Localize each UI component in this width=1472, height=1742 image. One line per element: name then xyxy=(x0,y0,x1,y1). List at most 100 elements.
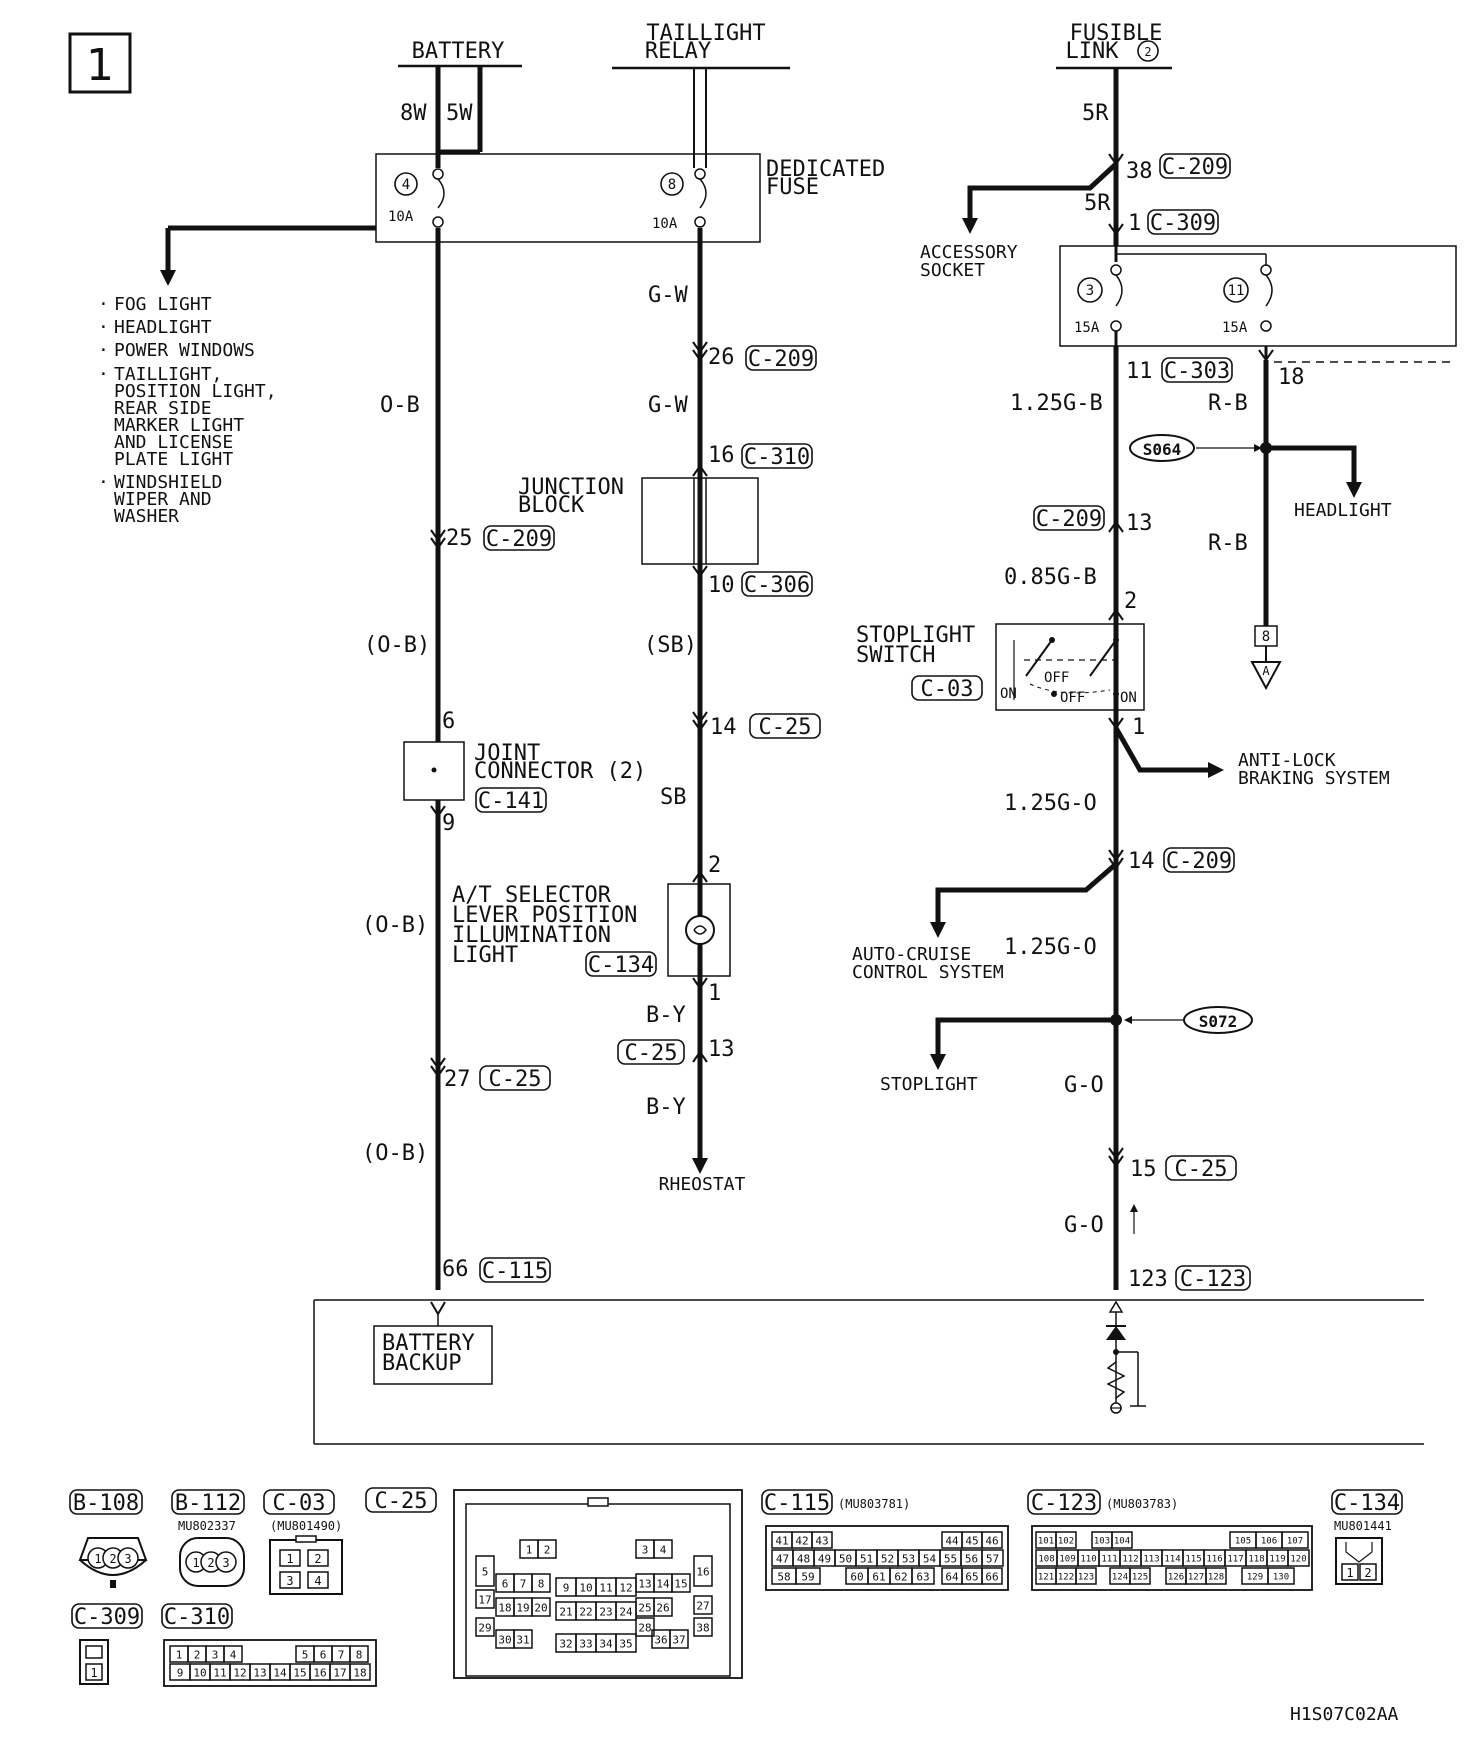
c310-pin-18-cell xyxy=(349,1663,371,1681)
at-label-4: LIGHT xyxy=(452,943,518,968)
pin-27: 27 xyxy=(444,1067,471,1092)
autocruise-label-1: AUTO-CRUISE xyxy=(852,944,971,965)
conn-c25-col3: C-25 xyxy=(1175,1157,1228,1182)
pin-14-col3: 14 xyxy=(1128,849,1155,874)
pin-66: 66 xyxy=(442,1257,469,1282)
c25-pin-21: 21 xyxy=(559,1606,572,1619)
c115-pin-59-cell xyxy=(795,1567,821,1585)
c115-pin-66: 66 xyxy=(985,1571,998,1584)
pin-6: 6 xyxy=(442,709,455,734)
conn-c209-col1: C-209 xyxy=(486,527,552,552)
c115-pin-48: 48 xyxy=(797,1553,810,1566)
c310-pin-10: 10 xyxy=(193,1667,206,1680)
wire-5r-1: 5R xyxy=(1082,101,1109,126)
c123-pin-125-cell xyxy=(1129,1567,1151,1585)
c123-pin-111: 111 xyxy=(1101,1555,1117,1565)
c310-pin-17: 17 xyxy=(333,1667,346,1680)
b112-pin-2: 2 xyxy=(207,1556,214,1570)
c123-pin-114: 114 xyxy=(1164,1555,1180,1565)
splice-s072: S072 xyxy=(1199,1012,1238,1031)
c310-pin-4: 4 xyxy=(230,1649,237,1662)
c115-pin-62: 62 xyxy=(894,1571,907,1584)
fuse-4-number: 4 xyxy=(402,177,410,193)
c25-pin-8: 8 xyxy=(538,1578,545,1591)
c115-pin-60: 60 xyxy=(850,1571,863,1584)
conn-c25-label: C-25 xyxy=(375,1489,428,1514)
b108-pin-1: 1 xyxy=(94,1552,101,1566)
c25-pin-2: 2 xyxy=(544,1544,551,1557)
pin-38: 38 xyxy=(1126,159,1153,184)
wire-gw-2: G-W xyxy=(648,393,688,418)
pin-16: 16 xyxy=(708,443,735,468)
c25-pin-22: 22 xyxy=(579,1606,592,1619)
conn-c310-label: C-310 xyxy=(164,1605,230,1630)
wire-8w: 8W xyxy=(400,101,427,126)
c123-pin-125: 125 xyxy=(1132,1573,1148,1583)
fusible-link-header: FUSIBLE LINK 2 xyxy=(1056,21,1172,70)
off-page-number: 8 xyxy=(1262,629,1270,645)
c310-pin-4-cell xyxy=(223,1645,243,1663)
conn-c310: C-310 xyxy=(744,445,810,470)
wire-by-2: B-Y xyxy=(646,1095,686,1120)
abs-label-1: ANTI-LOCK xyxy=(1238,750,1336,771)
wire-by-1: B-Y xyxy=(646,1003,686,1028)
wire-go-1: G-O xyxy=(1064,1073,1104,1098)
stoplight-label: STOPLIGHT xyxy=(880,1074,978,1095)
battery-label: BATTERY xyxy=(412,39,505,64)
abs-label-2: BRAKING SYSTEM xyxy=(1238,768,1390,789)
joint-label-1: JOINT xyxy=(474,741,540,766)
c123-pin-104: 104 xyxy=(1114,1537,1130,1547)
load-windshield: WINDSHIELD xyxy=(114,472,222,493)
link-number: 2 xyxy=(1144,45,1151,59)
c115-pin-41: 41 xyxy=(775,1535,788,1548)
c115-pin-64: 64 xyxy=(945,1571,959,1584)
c25-pin-7: 7 xyxy=(520,1578,527,1591)
fuse-3-rating: 15A xyxy=(1074,320,1100,336)
conn-c03: C-03 xyxy=(921,677,974,702)
load-taillight: TAILLIGHT, xyxy=(114,364,222,385)
wire-rb-1: R-B xyxy=(1208,391,1248,416)
pin-25: 25 xyxy=(446,526,473,551)
wire-gw-1: G-W xyxy=(648,283,688,308)
c310-pin-11: 11 xyxy=(213,1667,226,1680)
c310-pin-13: 13 xyxy=(253,1667,266,1680)
c25-pin-15-cell xyxy=(671,1573,691,1593)
c123-pin-101: 101 xyxy=(1038,1537,1054,1547)
c134-pin-2: 2 xyxy=(1364,1566,1371,1580)
c310-pin-12: 12 xyxy=(233,1667,246,1680)
c25-pin-26: 26 xyxy=(656,1602,669,1615)
at-label-1: A/T SELECTOR xyxy=(452,883,612,908)
c25-pin-16-cell xyxy=(693,1555,713,1587)
pin-1a: 1 xyxy=(1128,211,1141,236)
c25-pin-15: 15 xyxy=(674,1578,687,1591)
wire-5r-2: 5R xyxy=(1084,191,1111,216)
c123-pin-105: 105 xyxy=(1235,1537,1251,1547)
svg-text:·: · xyxy=(98,317,109,338)
c123-pin-108: 108 xyxy=(1038,1555,1054,1565)
b112-pin-3: 3 xyxy=(222,1556,229,1570)
pin-15: 15 xyxy=(1130,1157,1157,1182)
conn-c134: C-134 xyxy=(588,953,654,978)
c25-pin-3: 3 xyxy=(642,1544,649,1557)
ecu-box: BATTERY BACKUP xyxy=(313,1299,1424,1445)
wire-ob-paren-2: (O-B) xyxy=(362,913,428,938)
c310-pin-18: 18 xyxy=(353,1667,366,1680)
rheostat-label: RHEOSTAT xyxy=(659,1174,746,1195)
conn-c309-label: C-309 xyxy=(74,1605,140,1630)
taillight-relay-header: TAILLIGHT RELAY xyxy=(612,21,790,70)
c310-pin-8: 8 xyxy=(356,1649,363,1662)
load-wiper-and: WIPER AND xyxy=(114,489,212,510)
conn-c306: C-306 xyxy=(744,573,810,598)
c310-pin-5: 5 xyxy=(302,1649,309,1662)
at-label-2: LEVER POSITION xyxy=(452,903,637,928)
conn-c25b: C-25 xyxy=(625,1041,678,1066)
pin-26: 26 xyxy=(708,345,735,370)
junction-label-2: BLOCK xyxy=(518,493,585,518)
c25-pin-30: 30 xyxy=(498,1634,511,1647)
page-number: 1 xyxy=(86,40,114,91)
c123-pin-113: 113 xyxy=(1143,1555,1159,1565)
c03-pin-1: 1 xyxy=(286,1552,293,1566)
pin-13-col3: 13 xyxy=(1126,511,1153,536)
c123-pin-119: 119 xyxy=(1269,1555,1285,1565)
